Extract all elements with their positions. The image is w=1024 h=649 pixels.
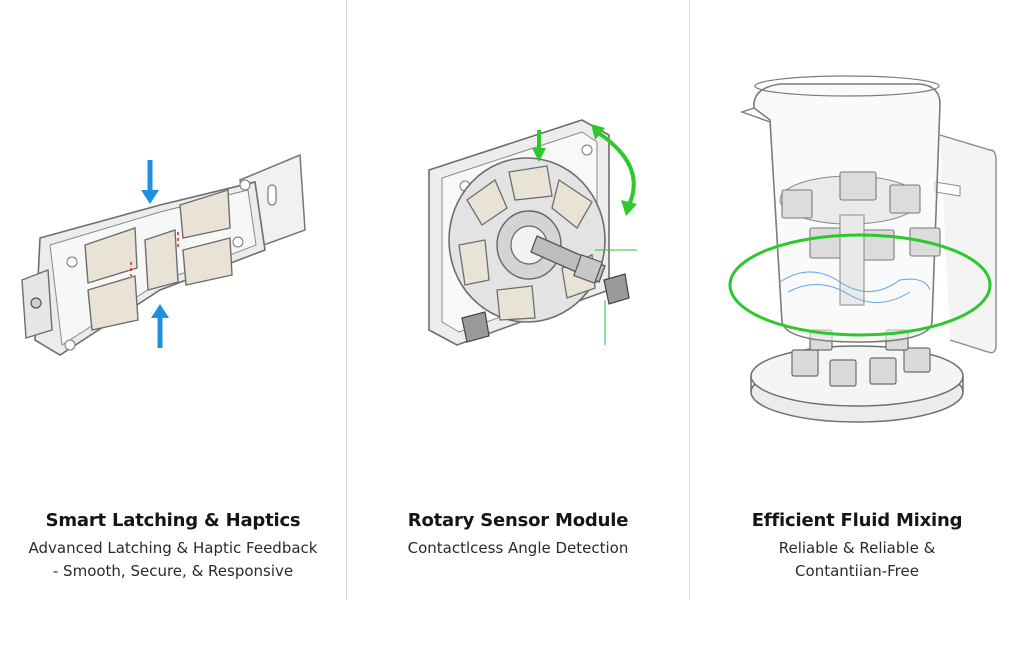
latch-mechanism-icon (21, 153, 306, 356)
panel-divider (689, 0, 690, 600)
panel-title: Smart Latching & Haptics (45, 510, 301, 531)
panel-title: Efficient Fluid Mixing (751, 510, 963, 531)
panel-rotary-sensor: Rotary Sensor Module Contactlcess Angle … (347, 0, 689, 649)
caption: Efficient Fluid Mixing Reliable & Reliab… (690, 510, 1024, 583)
panel-smart-latching: Smart Latching & Haptics Advanced Latchi… (0, 0, 346, 649)
panel-subtitle: Reliable & Reliable & (778, 539, 936, 557)
rotary-sensor-icon (428, 119, 637, 346)
caption: Rotary Sensor Module Contactlcess Angle … (347, 510, 689, 560)
caption: Smart Latching & Haptics Advanced Latchi… (0, 510, 346, 583)
panel-divider (346, 0, 347, 600)
magnetic-mixer-icon (728, 75, 997, 423)
panel-subtitle: Contantiian-Free (795, 562, 919, 580)
panel-subtitle: Contactlcess Angle Detection (407, 539, 629, 557)
panel-title: Rotary Sensor Module (407, 510, 629, 531)
panel-fluid-mixing: Efficient Fluid Mixing Reliable & Reliab… (690, 0, 1024, 649)
panel-subtitle: Advanced Latching & Haptic Feedback (28, 539, 318, 557)
panel-subtitle: - Smooth, Secure, & Responsive (52, 562, 294, 580)
